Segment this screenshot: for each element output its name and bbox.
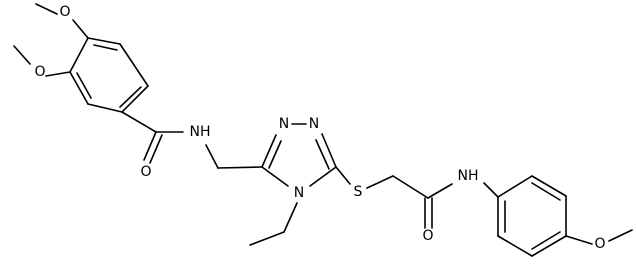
bond — [531, 231, 561, 250]
atom-label-n: N — [294, 185, 304, 201]
bond — [93, 44, 118, 51]
atom-label-o: O — [59, 4, 70, 20]
dimethoxyphenyl-ring — [69, 37, 149, 113]
bond — [531, 175, 567, 197]
bond — [143, 131, 157, 161]
bond — [76, 72, 92, 99]
bond — [35, 3, 58, 15]
atom-label-n: N — [279, 116, 289, 132]
atom-label-n: N — [309, 116, 319, 132]
bond — [335, 166, 351, 185]
bond — [321, 133, 337, 168]
bond — [249, 231, 285, 246]
bond — [261, 166, 289, 187]
bond — [87, 103, 123, 113]
bond — [565, 235, 593, 245]
bond — [149, 134, 163, 164]
atom-label-nh: NH — [458, 168, 479, 184]
bond — [531, 182, 561, 201]
atom-label-o: O — [422, 228, 433, 244]
bond — [392, 175, 429, 199]
bond — [119, 43, 149, 87]
methoxyphenyl-ring — [497, 175, 567, 257]
bond — [427, 183, 453, 199]
triazole-ring — [261, 123, 337, 187]
bond — [309, 166, 337, 187]
bond — [121, 111, 157, 133]
bond — [69, 37, 89, 73]
atom-label-o: O — [140, 164, 151, 180]
bond — [205, 144, 219, 169]
bond — [315, 139, 330, 170]
bond — [261, 134, 277, 168]
bond — [268, 140, 282, 169]
bond — [119, 86, 142, 108]
bond — [366, 175, 394, 189]
atom-label-o: O — [594, 236, 605, 252]
bond — [283, 202, 298, 233]
bond — [608, 229, 633, 242]
bond — [13, 45, 31, 65]
bond — [531, 235, 567, 257]
bond — [69, 71, 89, 105]
bond — [497, 175, 533, 198]
bond — [497, 235, 533, 257]
bond — [87, 37, 121, 45]
bond — [483, 182, 499, 198]
bond — [72, 19, 89, 39]
atom-label-o: O — [34, 64, 45, 80]
atom-label-nh: NH — [190, 124, 211, 140]
bond — [121, 85, 149, 113]
bond — [45, 71, 71, 77]
bond — [217, 166, 263, 169]
atom-label-s: S — [354, 184, 363, 200]
